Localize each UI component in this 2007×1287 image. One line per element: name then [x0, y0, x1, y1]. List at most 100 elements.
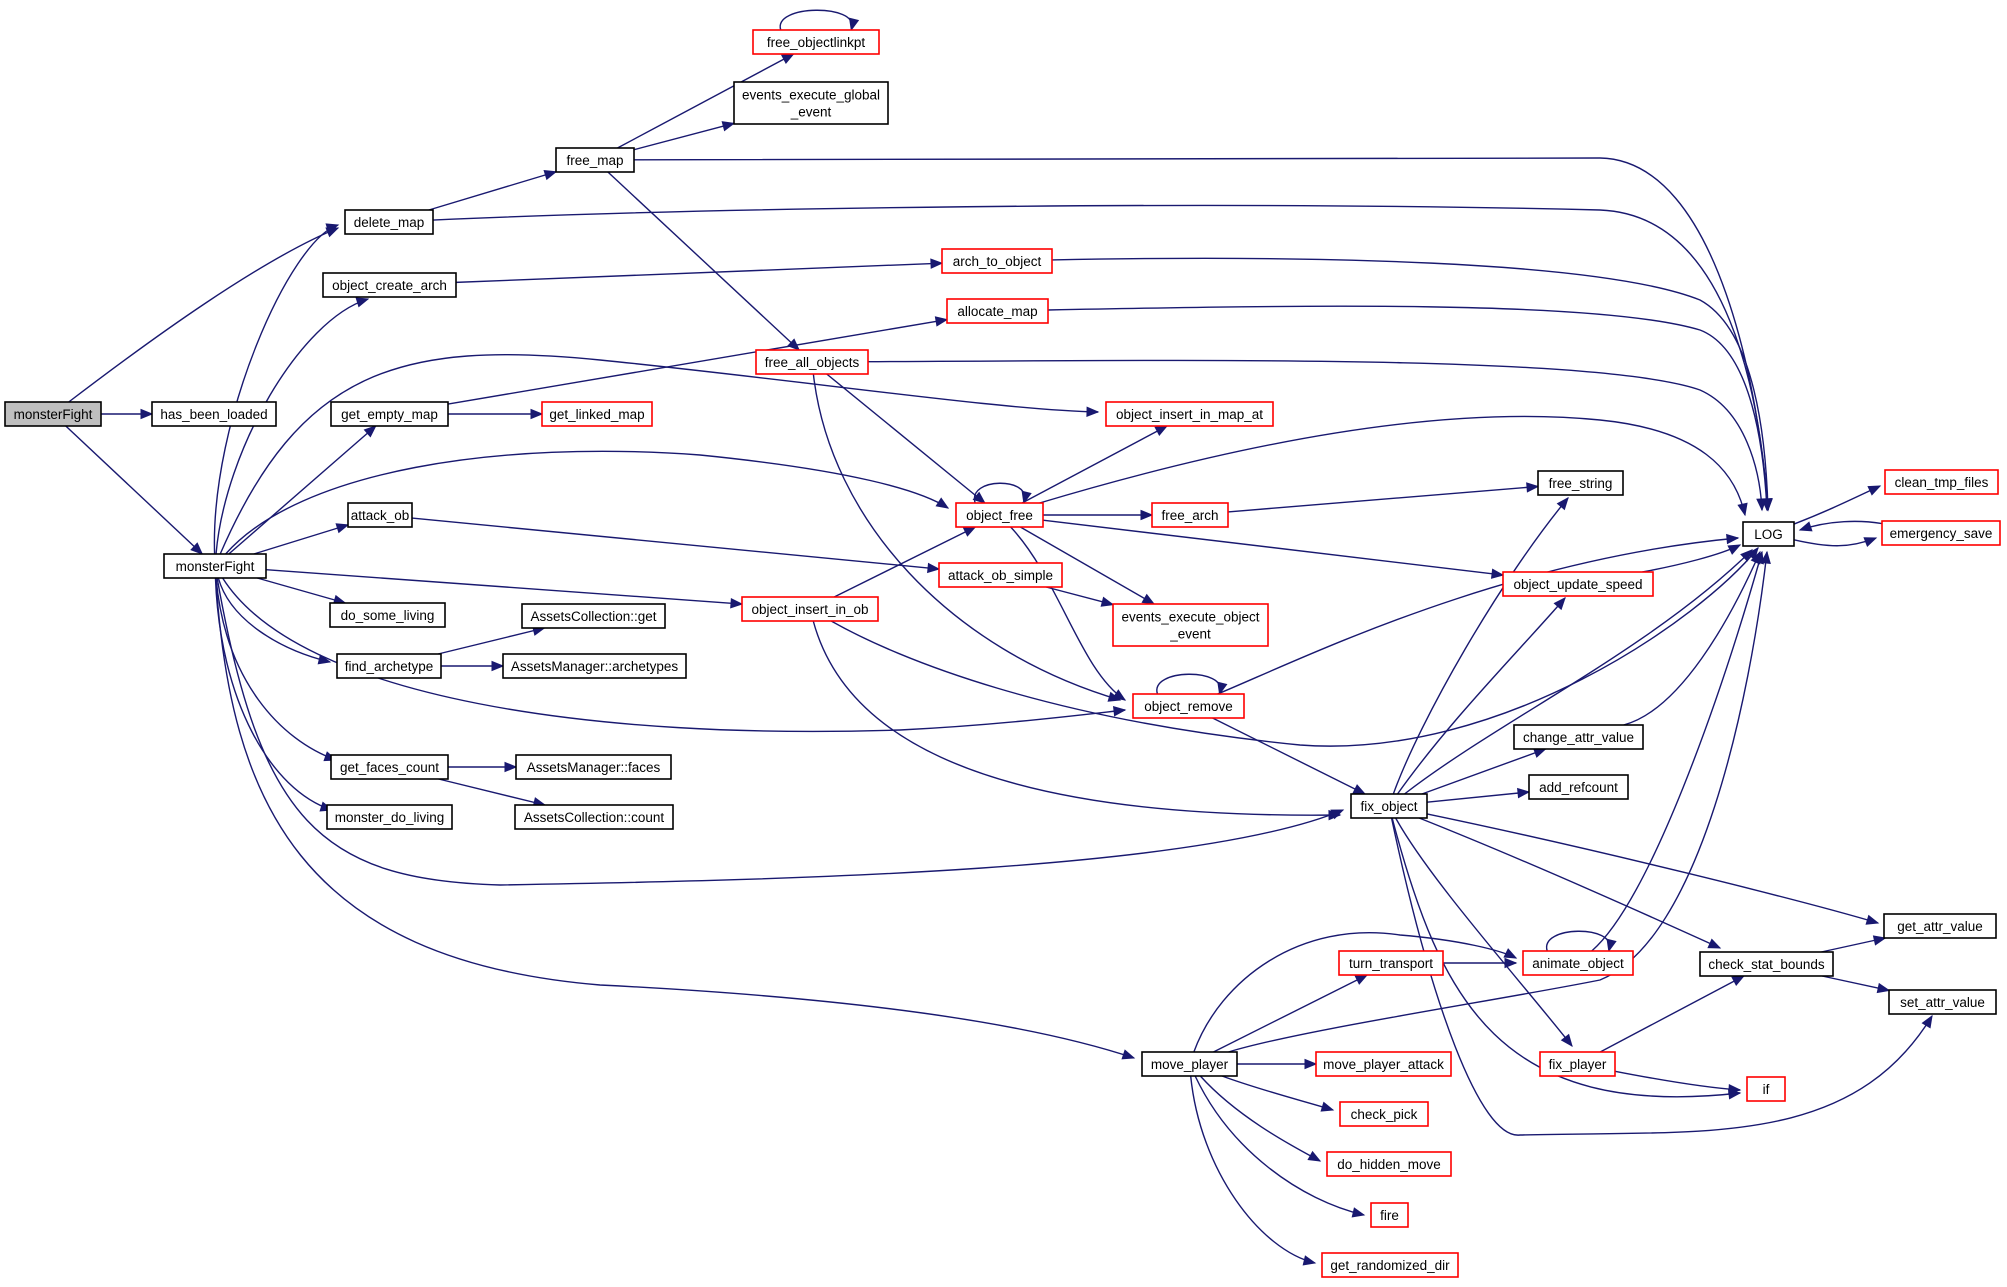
node-check-stat-bounds[interactable]: check_stat_bounds: [1699, 951, 1834, 977]
edge-free_map-to-free_objectlinkpt-line: [617, 53, 794, 149]
node-events-execute-global-event[interactable]: events_execute_global_event: [733, 81, 889, 125]
edge-monsterfight-to-find_archetype-line: [217, 577, 331, 663]
edge-monsterfight-to-fix_object-line: [216, 577, 1344, 886]
node-events-execute-global-event-label: events_execute_global: [742, 88, 880, 103]
edge-monsterfight-to-object_insert_in_ob: [265, 568, 744, 609]
node-get-attr-value[interactable]: get_attr_value: [1883, 913, 1997, 939]
node-events-execute-object-event[interactable]: events_execute_object_event: [1112, 603, 1269, 647]
node-log[interactable]: LOG: [1742, 521, 1795, 547]
node-get-linked-map-box: [541, 401, 653, 427]
node-find-archetype[interactable]: find_archetype: [336, 653, 442, 679]
node-if[interactable]: if: [1746, 1076, 1786, 1102]
edge-delete_map-to-log-line: [432, 204, 1769, 511]
node-delete-map[interactable]: delete_map: [344, 209, 434, 235]
edge-free_map-to-events_execute_global_event-arrowhead: [721, 121, 736, 132]
node-assetsmanager-faces[interactable]: AssetsManager::faces: [515, 754, 672, 780]
edge-move_player-to-animate_object-line: [1193, 932, 1517, 1053]
node-object-remove[interactable]: object_remove: [1132, 693, 1245, 719]
node-free-map[interactable]: free_map: [555, 147, 635, 173]
edge-fix_object-to-change_attr_value-arrowhead: [1532, 748, 1547, 758]
edge-arch_to_object-to-log-line: [1051, 257, 1769, 511]
edge-arch_to_object-to-log: [1051, 257, 1773, 512]
node-do-hidden-move[interactable]: do_hidden_move: [1326, 1151, 1452, 1177]
edge-object_free-to-object_update_speed-arrowhead: [1490, 568, 1505, 579]
edge-monsterfight-to-object_create_arch-arrowhead: [355, 297, 370, 308]
node-check-pick[interactable]: check_pick: [1339, 1101, 1429, 1127]
node-get-empty-map[interactable]: get_empty_map: [330, 401, 449, 427]
edge-move_player-to-get_randomized_dir: [1189, 1075, 1317, 1266]
edge-fix_object-to-add_refcount-line: [1426, 791, 1530, 803]
edge-get_empty_map-to-get_linked_map-arrowhead: [530, 408, 544, 420]
node-set-attr-value-box: [1888, 989, 1997, 1015]
edge-monsterfight-to-object_remove: [222, 577, 1127, 733]
node-check-stat-bounds-box: [1699, 951, 1834, 977]
edge-fix_object-to-free_string: [1392, 496, 1569, 795]
edge-monsterfight-to-get_empty_map: [228, 425, 377, 555]
node-allocate-map[interactable]: allocate_map: [946, 298, 1049, 324]
node-object-create-arch[interactable]: object_create_arch: [322, 272, 457, 298]
edge-free_all_objects-to-object_free-arrowhead: [972, 491, 986, 504]
node-monster-do-living[interactable]: monster_do_living: [326, 804, 453, 830]
node-change-attr-value-label: change_attr_value: [1523, 730, 1634, 745]
node-get-empty-map-box: [330, 401, 449, 427]
node-add-refcount[interactable]: add_refcount: [1528, 774, 1629, 800]
edge-object_insert_in_ob-to-object_free-arrowhead: [962, 526, 977, 537]
node-free-map-label: free_map: [566, 153, 623, 168]
edge-move_player-to-turn_transport-line: [1213, 974, 1368, 1053]
node-object-insert-in-ob[interactable]: object_insert_in_ob: [741, 596, 879, 622]
node-get-linked-map[interactable]: get_linked_map: [541, 401, 653, 427]
node-free-objectlinkpt[interactable]: free_objectlinkpt: [752, 29, 880, 55]
node-emergency-save[interactable]: emergency_save: [1881, 520, 2001, 546]
node-assetscollection-get[interactable]: AssetsCollection::get: [521, 603, 666, 629]
node-get-randomized-dir[interactable]: get_randomized_dir: [1321, 1252, 1459, 1278]
node-free-arch[interactable]: free_arch: [1151, 502, 1229, 528]
node-has-been-loaded[interactable]: has_been_loaded: [151, 401, 277, 427]
node-fix-object-label: fix_object: [1360, 799, 1417, 814]
node-move-player[interactable]: move_player: [1141, 1051, 1238, 1077]
node-root[interactable]: monsterFight: [4, 401, 102, 427]
edge-get_empty_map-to-allocate_map-line: [447, 318, 948, 405]
node-change-attr-value[interactable]: change_attr_value: [1513, 724, 1644, 750]
edge-delete_map-to-free_map-arrowhead: [543, 170, 558, 181]
node-attack-ob[interactable]: attack_ob: [347, 502, 413, 528]
edge-monsterfight-to-object_insert_in_map_at-arrowhead: [1086, 406, 1100, 418]
node-monsterfight[interactable]: monsterFight: [163, 553, 267, 579]
edge-object_free-to-object_insert_in_map_at-line: [1021, 425, 1168, 504]
node-arch-to-object[interactable]: arch_to_object: [941, 248, 1053, 274]
nodes-layer: monsterFight has_been_loaded monsterFight d…: [4, 29, 2001, 1278]
node-assetsmanager-archetypes[interactable]: AssetsManager::archetypes: [502, 653, 687, 679]
node-free-arch-label: free_arch: [1161, 508, 1218, 523]
node-emergency-save-box: [1881, 520, 2001, 546]
node-get-faces-count[interactable]: get_faces_count: [330, 754, 449, 780]
edge-monsterfight-to-move_player-line: [215, 577, 1135, 1059]
node-object-update-speed[interactable]: object_update_speed: [1502, 571, 1654, 597]
node-do-some-living[interactable]: do_some_living: [329, 602, 446, 628]
edge-free_all_objects-to-object_free: [826, 373, 986, 504]
node-object-insert-in-map-at[interactable]: object_insert_in_map_at: [1105, 401, 1274, 427]
node-animate-object[interactable]: animate_object: [1522, 950, 1634, 976]
node-clean-tmp-files[interactable]: clean_tmp_files: [1884, 469, 1999, 495]
node-move-player-attack[interactable]: move_player_attack: [1315, 1051, 1452, 1077]
edge-log-to-clean_tmp_files: [1793, 485, 1882, 525]
edge-free_all_objects-to-object_remove-line: [812, 373, 1121, 701]
node-fix-object[interactable]: fix_object: [1350, 793, 1428, 819]
edge-attack_ob_simple-to-events_execute_object_event-arrowhead: [1100, 596, 1115, 607]
node-attack-ob-simple[interactable]: attack_ob_simple: [938, 562, 1063, 588]
edge-delete_map-to-free_map: [428, 170, 558, 211]
node-assetscollection-count[interactable]: AssetsCollection::count: [514, 804, 674, 830]
edge-fix_object-to-get_attr_value-arrowhead: [1865, 914, 1880, 925]
node-free-all-objects-box: [755, 349, 869, 375]
node-free-all-objects[interactable]: free_all_objects: [755, 349, 869, 375]
node-free-all-objects-label: free_all_objects: [765, 355, 860, 370]
node-set-attr-value[interactable]: set_attr_value: [1888, 989, 1997, 1015]
node-move-player-box: [1141, 1051, 1238, 1077]
node-free-string[interactable]: free_string: [1537, 470, 1624, 496]
node-object-free[interactable]: object_free: [955, 502, 1044, 528]
node-fire[interactable]: fire: [1370, 1202, 1409, 1228]
edge-animate_object-to-log-arrowhead: [1753, 550, 1764, 565]
node-object-insert-in-ob-box: [741, 596, 879, 622]
edge-monsterfight-to-delete_map: [213, 223, 340, 555]
node-fix-player[interactable]: fix_player: [1539, 1051, 1616, 1077]
edge-object_create_arch-to-arch_to_object: [455, 258, 944, 284]
node-turn-transport[interactable]: turn_transport: [1338, 950, 1444, 976]
